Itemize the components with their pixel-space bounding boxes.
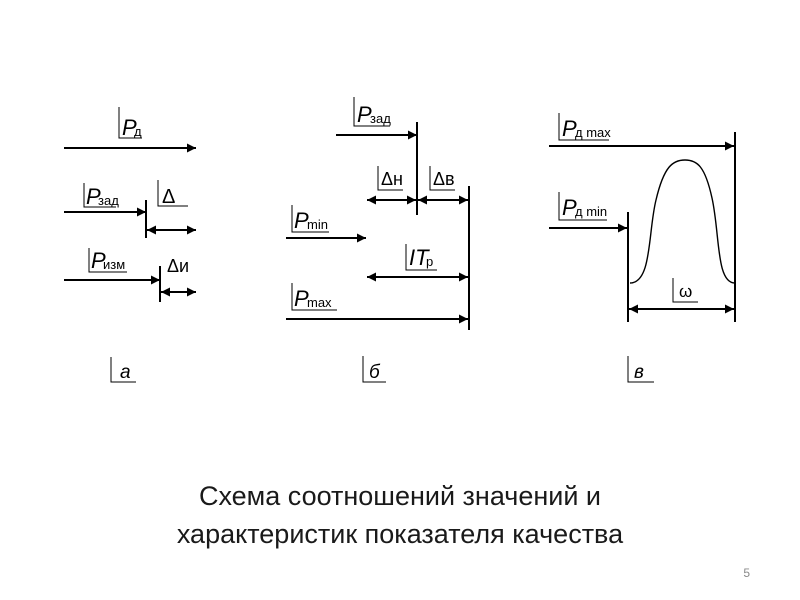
rmax-label-sub: max [307, 295, 332, 310]
rdmin-label-p: P [562, 195, 577, 220]
rd-label-frame [118, 107, 142, 139]
rdmax-label-frame [558, 113, 609, 141]
caption-line-1: Схема соотношений значений и [198, 481, 602, 511]
panel-a-letter: а [120, 362, 131, 383]
panel-v-letter: в [634, 362, 644, 383]
omega-label: ω [679, 282, 692, 301]
panel-b-letter: б [369, 362, 381, 383]
panel-b-labels: P зад Δн Δв P min IT р P max б [294, 102, 455, 383]
rzad-b-label-frame [353, 97, 390, 127]
panel-a [64, 107, 196, 383]
rizm-label-frame [88, 248, 127, 273]
slide-number: 5 [743, 566, 750, 580]
rmin-label-sub: min [307, 217, 328, 232]
rzad-label-p: P [86, 184, 101, 209]
rdmin-label-sub: д min [575, 204, 607, 219]
panel-b [286, 97, 470, 383]
itr-label-frame [405, 244, 437, 271]
caption-line-2: характеристик показателя качества [176, 519, 624, 549]
rzad-b-label-sub: зад [370, 111, 391, 126]
rzad-label-frame [83, 183, 116, 208]
omega-label-frame [672, 278, 698, 303]
rmin-label-frame [291, 205, 329, 233]
rdmax-label-sub: д max [575, 125, 611, 140]
rizm-label-sub: изм [103, 257, 125, 272]
distribution-curve [629, 159, 736, 284]
panel-a-labels: P д P зад Δ P изм Δи а [86, 115, 189, 383]
itr-label-sub: р [426, 254, 433, 269]
delta-label: Δ [162, 186, 175, 208]
panel-a-letter-frame [110, 357, 136, 383]
panel-v-labels: P д max P д min ω в [562, 116, 692, 383]
rmin-label-p: P [294, 208, 309, 233]
rd-label-sub: д [134, 124, 142, 139]
rd-label-p: P [122, 115, 137, 140]
deltav-label: Δв [433, 169, 455, 189]
deltav-label-frame [429, 166, 455, 191]
rzad-label-sub: зад [98, 193, 119, 208]
panel-b-letter-frame [362, 356, 386, 383]
rdmin-label-frame [558, 192, 607, 221]
panel-v [549, 113, 736, 383]
rmax-label-frame [291, 283, 337, 311]
rzad-b-label-p: P [357, 102, 372, 127]
rizm-label-p: P [91, 248, 106, 273]
delta-label-frame [157, 180, 188, 207]
deltai-label: Δи [167, 256, 189, 276]
itr-label-main: IT [409, 245, 430, 270]
deltan-label: Δн [381, 169, 403, 189]
deltan-label-frame [377, 166, 403, 191]
rmax-label-p: P [294, 286, 309, 311]
panel-v-letter-frame [627, 356, 654, 383]
rdmax-label-p: P [562, 116, 577, 141]
